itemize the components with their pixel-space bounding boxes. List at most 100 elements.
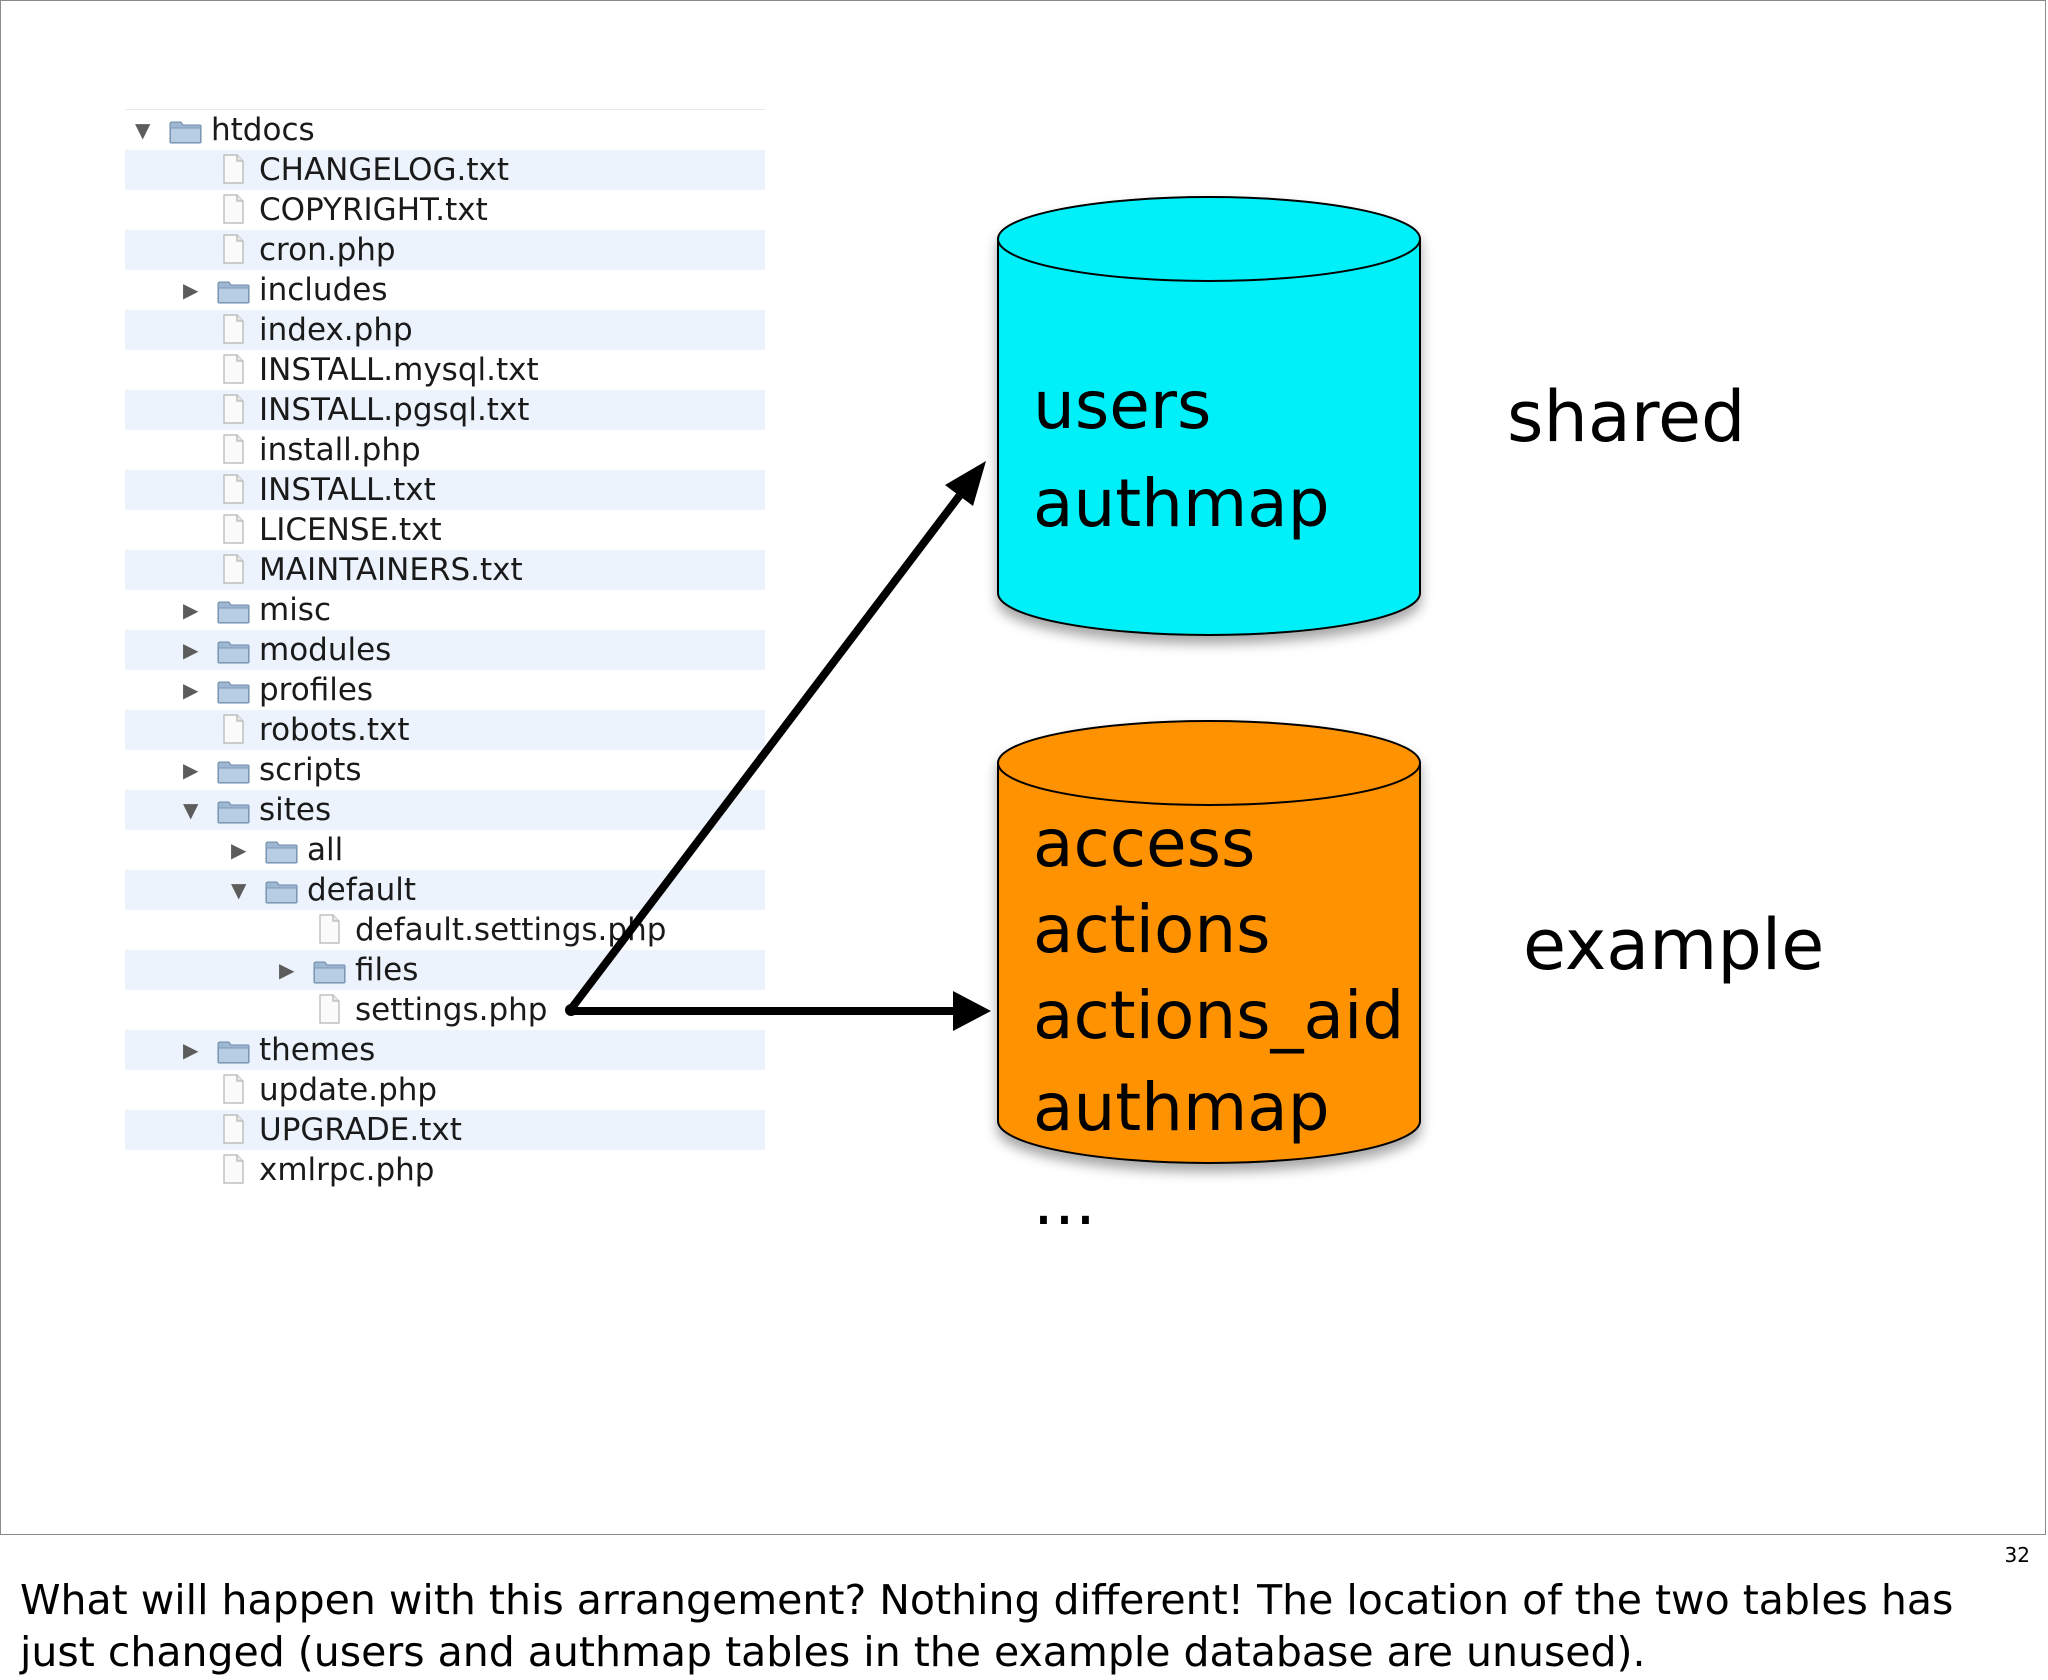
disclosure-collapsed-icon[interactable]: ▶ xyxy=(183,1038,199,1062)
disclosure-collapsed-icon[interactable]: ▶ xyxy=(183,678,199,702)
tree-row-install-mysql-txt[interactable]: INSTALL.mysql.txt xyxy=(125,350,765,390)
disclosure-collapsed-icon[interactable]: ▶ xyxy=(279,958,295,982)
example-database-cylinder xyxy=(997,720,1421,1164)
file-icon xyxy=(221,314,245,344)
example-database-body xyxy=(997,762,1421,1164)
tree-item-label: CHANGELOG.txt xyxy=(259,152,510,188)
file-icon xyxy=(221,714,245,744)
tree-row-misc[interactable]: ▶misc xyxy=(125,590,765,630)
tree-row-index-php[interactable]: index.php xyxy=(125,310,765,350)
disclosure-collapsed-icon[interactable]: ▶ xyxy=(183,758,199,782)
file-icon xyxy=(221,474,245,504)
file-icon xyxy=(221,1114,245,1144)
disclosure-expanded-icon[interactable]: ▼ xyxy=(231,878,247,902)
tree-item-label: INSTALL.pgsql.txt xyxy=(259,392,530,428)
shared-database-label: shared xyxy=(1507,376,1746,458)
folder-icon xyxy=(217,676,250,704)
tree-row-upgrade-txt[interactable]: UPGRADE.txt xyxy=(125,1110,765,1150)
tree-row-htdocs[interactable]: ▼htdocs xyxy=(125,109,765,150)
example-table-actions: actions xyxy=(1033,891,1271,968)
tree-item-label: settings.php xyxy=(355,992,548,1028)
tree-item-label: includes xyxy=(259,272,388,308)
tree-row-robots-txt[interactable]: robots.txt xyxy=(125,710,765,750)
diagram-overlay xyxy=(565,196,1421,1164)
tree-row-themes[interactable]: ▶ themes xyxy=(125,1030,765,1070)
file-icon xyxy=(221,514,245,544)
disclosure-expanded-icon[interactable]: ▼ xyxy=(135,118,151,142)
example-database-label: example xyxy=(1523,904,1825,986)
file-icon xyxy=(317,914,341,944)
tree-item-label: UPGRADE.txt xyxy=(259,1112,462,1148)
folder-icon xyxy=(217,796,250,824)
tree-item-label: INSTALL.mysql.txt xyxy=(259,352,539,388)
file-icon xyxy=(221,194,245,224)
shared-table-authmap: authmap xyxy=(1033,465,1330,542)
tree-row-cron-php[interactable]: cron.php xyxy=(125,230,765,270)
tree-item-label: cron.php xyxy=(259,232,396,268)
disclosure-expanded-icon[interactable]: ▼ xyxy=(183,798,199,822)
tree-item-label: INSTALL.txt xyxy=(259,472,436,508)
tree-item-label: update.php xyxy=(259,1072,438,1108)
disclosure-collapsed-icon[interactable]: ▶ xyxy=(183,278,199,302)
tree-row-files[interactable]: ▶ files xyxy=(125,950,765,990)
disclosure-collapsed-icon[interactable]: ▶ xyxy=(231,838,247,862)
tree-row-install-txt[interactable]: INSTALL.txt xyxy=(125,470,765,510)
file-icon xyxy=(221,354,245,384)
speaker-note: What will happen with this arrangement? … xyxy=(20,1576,1954,1676)
tree-row-xmlrpc-php[interactable]: xmlrpc.php xyxy=(125,1150,765,1190)
tree-row-default-settings-php[interactable]: default.settings.php xyxy=(125,910,765,950)
file-icon xyxy=(221,554,245,584)
tree-item-label: MAINTAINERS.txt xyxy=(259,552,523,588)
file-icon xyxy=(317,994,341,1024)
tree-row-update-php[interactable]: update.php xyxy=(125,1070,765,1110)
tree-item-label: profiles xyxy=(259,672,374,708)
page-number: 32 xyxy=(2004,1543,2030,1567)
tree-item-label: scripts xyxy=(259,752,362,788)
arrow-to-shared xyxy=(567,461,986,1013)
tree-item-label: sites xyxy=(259,792,332,828)
tree-item-label: themes xyxy=(259,1032,376,1068)
example-table-actions-aid: actions_aid xyxy=(1033,977,1405,1054)
disclosure-collapsed-icon[interactable]: ▶ xyxy=(183,638,199,662)
tree-item-label: index.php xyxy=(259,312,413,348)
file-icon xyxy=(221,234,245,264)
file-icon xyxy=(221,394,245,424)
tree-row-maintainers-txt[interactable]: MAINTAINERS.txt xyxy=(125,550,765,590)
folder-icon xyxy=(217,756,250,784)
tree-item-label: files xyxy=(355,952,419,988)
tree-row-install-pgsql-txt[interactable]: INSTALL.pgsql.txt xyxy=(125,390,765,430)
tree-item-label: all xyxy=(307,832,344,868)
file-icon xyxy=(221,1074,245,1104)
tree-row-scripts[interactable]: ▶ scripts xyxy=(125,750,765,790)
tree-row-changelog-txt[interactable]: CHANGELOG.txt xyxy=(125,150,765,190)
folder-icon xyxy=(217,1036,250,1064)
tree-item-label: robots.txt xyxy=(259,712,410,748)
tree-row-install-php[interactable]: install.php xyxy=(125,430,765,470)
file-icon xyxy=(221,154,245,184)
example-table-authmap: authmap xyxy=(1033,1069,1330,1146)
example-database-top xyxy=(997,720,1421,806)
folder-icon xyxy=(265,876,298,904)
folder-icon xyxy=(265,836,298,864)
folder-icon xyxy=(217,636,250,664)
tree-row-profiles[interactable]: ▶ profiles xyxy=(125,670,765,710)
tree-row-settings-php[interactable]: settings.php xyxy=(125,990,765,1030)
tree-row-modules[interactable]: ▶modules xyxy=(125,630,765,670)
example-table-ellipsis: ... xyxy=(1033,1163,1096,1240)
shared-database-top xyxy=(997,196,1421,282)
disclosure-collapsed-icon[interactable]: ▶ xyxy=(183,598,199,622)
tree-item-label: LICENSE.txt xyxy=(259,512,442,548)
tree-row-includes[interactable]: ▶ includes xyxy=(125,270,765,310)
tree-item-label: xmlrpc.php xyxy=(259,1152,435,1188)
folder-icon xyxy=(169,116,202,144)
tree-item-label: default xyxy=(307,872,417,908)
folder-icon xyxy=(217,276,250,304)
tree-row-copyright-txt[interactable]: COPYRIGHT.txt xyxy=(125,190,765,230)
shared-database-body xyxy=(997,238,1421,636)
tree-item-label: install.php xyxy=(259,432,421,468)
tree-row-all[interactable]: ▶ all xyxy=(125,830,765,870)
tree-row-sites[interactable]: ▼ sites xyxy=(125,790,765,830)
tree-row-license-txt[interactable]: LICENSE.txt xyxy=(125,510,765,550)
